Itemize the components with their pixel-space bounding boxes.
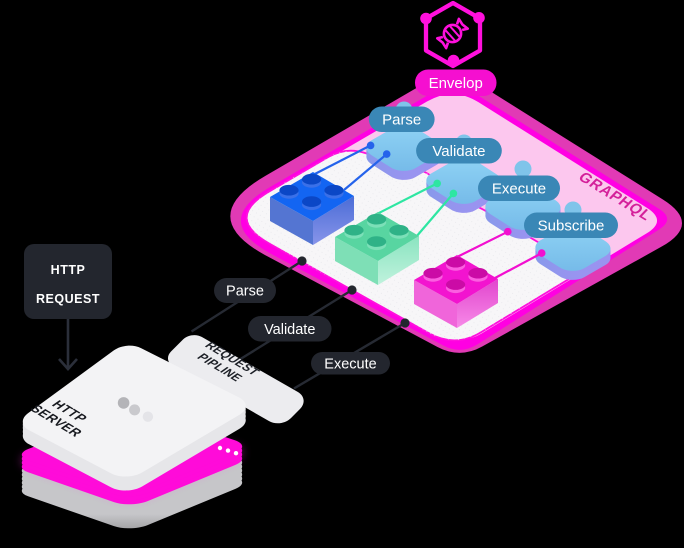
svg-text:Validate: Validate (264, 322, 315, 338)
svg-text:Execute: Execute (324, 356, 376, 372)
svg-text:Validate: Validate (432, 143, 485, 160)
svg-text:Parse: Parse (382, 111, 421, 128)
svg-text:Subscribe: Subscribe (538, 217, 605, 234)
svg-text:HTTP: HTTP (51, 263, 86, 277)
svg-text:Execute: Execute (492, 180, 546, 197)
svg-text:Envelop: Envelop (429, 75, 483, 92)
svg-text:Parse: Parse (226, 284, 264, 300)
svg-text:REQUEST: REQUEST (36, 292, 100, 306)
